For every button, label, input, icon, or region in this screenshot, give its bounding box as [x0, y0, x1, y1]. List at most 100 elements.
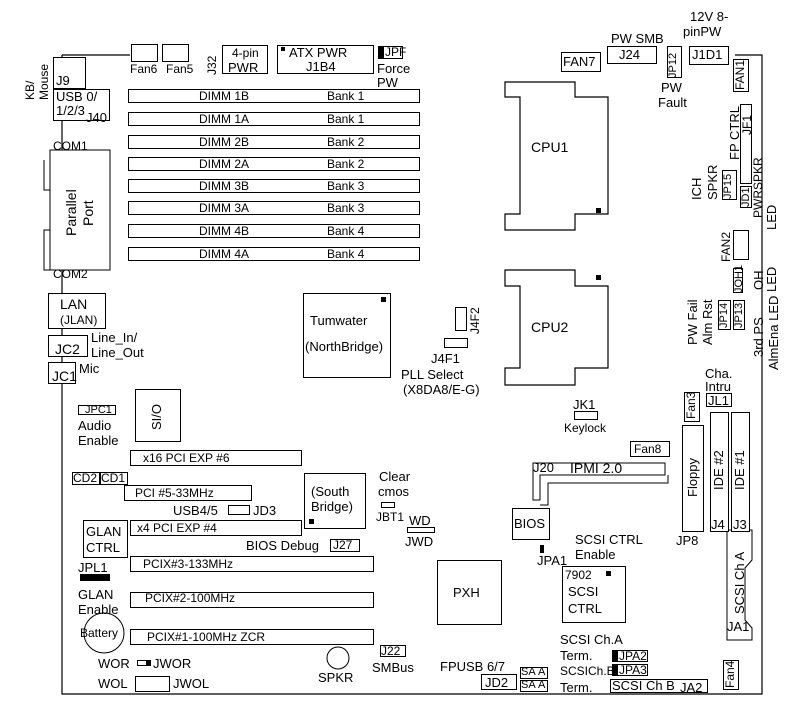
- j4f2-label: J4F2: [468, 307, 482, 334]
- parallel-port-body: [49, 149, 111, 271]
- pcix1-label: PCIX#1-100MHz ZCR: [147, 630, 266, 644]
- floppy-connector: [682, 425, 704, 532]
- jc1-label: JC1: [52, 368, 77, 384]
- term2-label: Term.: [560, 680, 593, 695]
- oh-led-label: LED: [764, 266, 779, 292]
- jpf-label: JPF: [385, 45, 407, 59]
- jwor-connector: [137, 660, 151, 666]
- fpusb-label: FPUSB 6/7: [440, 659, 506, 674]
- pinpw-label: pinPW: [683, 24, 722, 39]
- mouse-label: Mouse: [37, 63, 51, 100]
- j4f2-jumper: [455, 307, 467, 331]
- cpu2-socket: [504, 269, 609, 386]
- battery-shape: [83, 612, 125, 654]
- audio-label: Audio: [78, 418, 112, 433]
- clear-label: Clear: [379, 469, 411, 484]
- parallel-label: Parallel: [63, 189, 79, 236]
- pwr-led-label: LED: [764, 204, 779, 230]
- wor-label: WOR: [98, 656, 130, 671]
- cha-label: Cha.: [705, 366, 733, 381]
- fan2-connector: [733, 230, 749, 260]
- kb-mouse-connector: [53, 57, 86, 89]
- jl1-label: JL1: [708, 393, 729, 408]
- j4f1-label: J4F1: [431, 351, 460, 366]
- fan3-connector: [684, 392, 700, 422]
- cpu1-pin1: [596, 208, 601, 213]
- tumwater-label: Tumwater: [310, 313, 368, 328]
- kb-label: KB/: [23, 80, 37, 100]
- 4pin-pwr-connector: [222, 45, 268, 74]
- glan-enable-label: GLAN: [78, 587, 114, 602]
- ja1-label: JA1: [727, 619, 750, 634]
- pw-fault-label: PW: [661, 80, 682, 95]
- sa-jumper-1: [520, 667, 548, 679]
- cd1-connector: [100, 472, 128, 485]
- pcix2-slot: PCIX#2-100MHz: [130, 591, 374, 608]
- atx-pwr-connector: [277, 45, 374, 74]
- jpa1-jumper: [540, 545, 544, 553]
- dimm-bank: Bank 4: [327, 247, 365, 261]
- j1d1-label: J1D1: [692, 47, 723, 62]
- bios-label: BIOS: [514, 516, 546, 531]
- pcie4-label: x4 PCI EXP #4: [137, 521, 217, 535]
- pci5-slot: PCI #5-33MHz: [124, 485, 252, 501]
- fan4-connector: [723, 660, 739, 690]
- cpu1-socket: [504, 81, 609, 231]
- jp13-label: JP13: [733, 302, 745, 328]
- mic-label: Mic: [79, 361, 100, 376]
- pll-select-label: PLL Select: [401, 367, 464, 382]
- scsi-enable-label: Enable: [575, 547, 616, 562]
- dimm-bank: Bank 2: [327, 135, 365, 149]
- dimm-slot: DIMM 3B Bank 3: [128, 179, 420, 193]
- jwor-label: JWOR: [153, 656, 192, 671]
- jlan-label: (JLAN): [60, 313, 98, 327]
- fan5-connector: [162, 44, 189, 62]
- v12-label: 12V 8-: [690, 9, 729, 24]
- spkr-label: SPKR: [318, 670, 354, 685]
- j1d1-connector: [689, 46, 729, 65]
- scsi-chip-ctrl-label: CTRL: [568, 601, 602, 616]
- j20-label: J20: [533, 460, 554, 475]
- scsi-ctrl-enable-label: SCSI CTRL: [575, 532, 643, 547]
- fault-label: Fault: [658, 95, 687, 110]
- fan8-connector: [630, 441, 670, 457]
- jwor-pin: [146, 661, 150, 665]
- fan3-label: Fan3: [684, 391, 698, 419]
- pwrspkr-label: PWRSPKR: [751, 157, 765, 218]
- scsi-cha-connector: [726, 529, 753, 641]
- term-label: Term.: [560, 648, 593, 663]
- intru-label: Intru: [705, 379, 732, 394]
- usb2-label: 1/2/3: [56, 103, 85, 118]
- dimm-name: DIMM 4B: [199, 224, 250, 238]
- jd2-connector: [481, 674, 517, 690]
- pci5-label: PCI #5-33MHz: [135, 486, 214, 500]
- pwfail-label: PW Fail: [685, 299, 700, 346]
- pwsmb-label: PW SMB: [611, 31, 664, 46]
- cpu1-label: CPU1: [531, 139, 569, 155]
- floppy-label: Floppy: [685, 457, 700, 497]
- jf1-label: JF1: [740, 114, 754, 135]
- jc1-connector: [48, 362, 76, 384]
- x8da8-label: (X8DA8/E-G): [403, 382, 480, 397]
- ich-spkr-label: SPKR: [705, 164, 720, 200]
- scsi-ctrl-pin1: [606, 571, 611, 576]
- 4pin-label: 4-pin: [232, 46, 259, 60]
- j24-label: J24: [619, 47, 640, 62]
- 3rdps-label: 3rd PS: [751, 317, 766, 357]
- fan7-label: FAN7: [563, 54, 596, 69]
- jpf-jumper: [378, 46, 403, 59]
- j27-connector: [330, 539, 360, 552]
- jp12-label: JP12: [667, 52, 679, 78]
- jbt1-jumper: [381, 502, 395, 508]
- battery-label: Battery: [80, 626, 119, 640]
- dimm-name: DIMM 1A: [199, 112, 250, 126]
- jd1-connector: [740, 186, 752, 208]
- com1-label: COM1: [53, 139, 88, 153]
- dimm-bank: Bank 3: [327, 179, 365, 193]
- fan2-label: FAN2: [719, 231, 733, 262]
- dimm-name: DIMM 3B: [199, 179, 250, 193]
